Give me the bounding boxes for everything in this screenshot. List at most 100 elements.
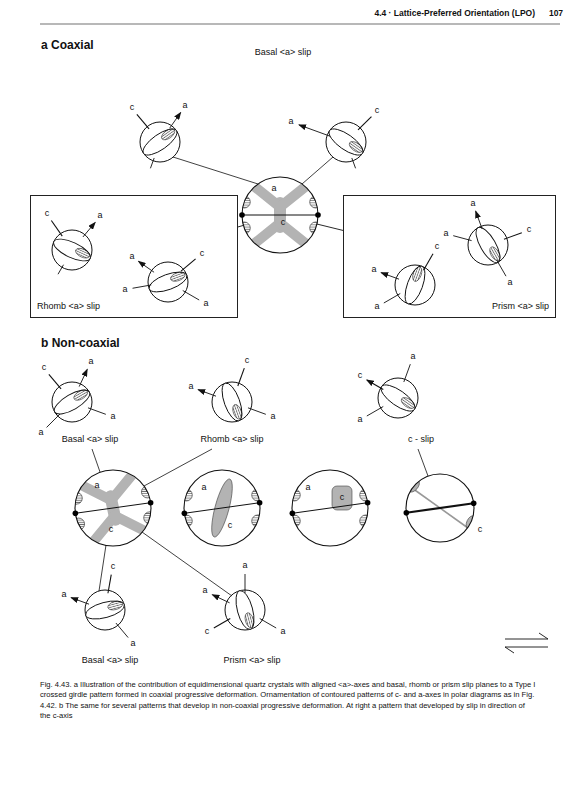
axis-label: a <box>60 590 67 600</box>
crossed-girdle <box>77 477 111 507</box>
slip-plane <box>232 589 257 632</box>
axis-label: a <box>356 415 363 425</box>
quartz-crystal <box>71 575 128 638</box>
slip-plane-face <box>51 385 93 418</box>
contour-pattern <box>288 486 371 527</box>
a-axis <box>139 261 155 272</box>
section-heading: b Non-coaxial <box>40 337 121 350</box>
slip-plane <box>51 385 93 418</box>
slip-plane-hatch <box>74 246 91 260</box>
slip-plane-face <box>325 124 366 159</box>
pole-figure-plot <box>70 470 155 546</box>
quartz-crystal <box>381 254 435 307</box>
axis-label: a <box>269 412 276 422</box>
lineation-point <box>182 510 188 516</box>
axis-label: c <box>478 525 483 535</box>
a-axis <box>260 619 276 629</box>
slip-plane-face <box>232 589 257 632</box>
axis-label: c <box>244 356 251 366</box>
axis-label: a <box>469 199 476 209</box>
axis-label: a <box>305 483 310 493</box>
axis-label: a <box>506 278 513 288</box>
slip-plane-hatch <box>347 139 364 154</box>
slip-plane <box>84 597 127 622</box>
connector-line <box>238 225 243 227</box>
axis-label: a <box>87 357 94 367</box>
lineation-point <box>365 500 371 506</box>
slip-plane <box>325 124 366 159</box>
running-header: 107 <box>548 9 564 18</box>
slip-system-label: c - slip <box>407 435 435 445</box>
pole-figure-circle <box>184 470 260 546</box>
shear-arrow <box>505 647 548 648</box>
shear-arrow-head <box>539 633 548 639</box>
contour-pattern <box>406 478 477 530</box>
a-axis <box>248 408 266 414</box>
a-axis <box>133 285 152 288</box>
c-axis <box>137 114 149 129</box>
a-axis <box>476 211 482 229</box>
crystal-sphere <box>378 378 418 418</box>
panel-title: Rhomb <a> slip <box>37 302 100 312</box>
pole-figure: c <box>406 474 474 542</box>
c-axis <box>504 233 522 239</box>
axis-label: a <box>442 229 449 239</box>
axis-label: a <box>187 382 194 392</box>
slip-system-label: Prism <a> slip <box>222 656 281 666</box>
pole-figure: ac <box>75 470 151 546</box>
contour-pattern <box>238 183 321 247</box>
crystal-sphere <box>140 122 180 162</box>
slip-plane-hatch <box>231 403 244 420</box>
slip-plane-face <box>139 124 180 159</box>
axis-label: c <box>281 218 286 228</box>
axis-label: a <box>121 285 128 295</box>
slip-plane-hatch <box>399 395 416 410</box>
shear-arrow-head <box>505 647 514 653</box>
diameter <box>184 503 259 514</box>
quartz-crystal <box>133 259 200 302</box>
c-axis <box>214 619 230 629</box>
lineation-point <box>290 510 296 516</box>
lineation-point <box>404 510 410 516</box>
shear-arrow <box>505 639 548 640</box>
slip-plane-face <box>471 224 504 266</box>
c-axis <box>367 380 383 390</box>
a-axis <box>58 265 64 275</box>
axis-label: a <box>409 352 416 362</box>
lineation-point <box>257 500 263 506</box>
a-axis <box>367 407 383 417</box>
axis-label: c <box>434 242 441 252</box>
slip-plane <box>377 380 418 415</box>
pole-figure: ac <box>242 177 318 253</box>
pole-figure-plot <box>238 177 321 253</box>
slip-system-panel: Prism <a> slip <box>343 195 556 318</box>
axis-label: a <box>241 561 248 571</box>
pole-figure-plot <box>288 470 371 546</box>
axis-label: c <box>374 106 381 116</box>
axis-label: c <box>41 363 48 373</box>
slip-plane-face <box>147 268 190 296</box>
slip-plane <box>401 264 429 307</box>
slip-plane <box>218 381 246 424</box>
slip-plane-hatch <box>160 127 177 142</box>
axis-label: a <box>201 586 208 596</box>
a-axis <box>245 574 246 593</box>
pole-figure-circle <box>75 470 151 546</box>
a-axis <box>453 236 471 241</box>
slip-plane-face <box>218 381 246 424</box>
slip-plane-hatch <box>244 612 256 629</box>
quartz-crystal <box>51 221 95 275</box>
a-axis <box>79 369 87 386</box>
a-axis <box>352 158 356 168</box>
a-axis <box>212 595 229 603</box>
axis-label: a <box>202 299 209 309</box>
diameter <box>75 503 150 514</box>
a-axis <box>183 291 199 301</box>
c-axis-contour <box>406 478 477 530</box>
axis-label: a <box>109 412 116 422</box>
quartz-crystal <box>212 574 276 631</box>
a-axis <box>381 273 399 279</box>
diameter <box>242 215 318 216</box>
contour-pattern <box>70 470 155 545</box>
